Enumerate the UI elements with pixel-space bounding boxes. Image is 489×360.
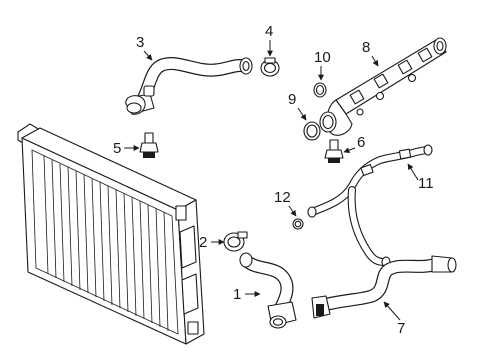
upper-radiator-hose	[125, 57, 253, 115]
callout-9: 9	[288, 91, 307, 121]
coolant-hose-7	[311, 255, 457, 319]
hose-clamp-2	[223, 231, 248, 252]
callout-label-5: 5	[113, 140, 121, 157]
hose-clamp-4	[260, 57, 280, 77]
callout-label-3: 3	[136, 34, 144, 51]
callout-label-1: 1	[233, 286, 241, 303]
callout-label-9: 9	[288, 91, 296, 108]
callout-label-10: 10	[314, 49, 331, 66]
radiator	[17, 123, 205, 345]
temperature-sensor-5	[139, 132, 159, 158]
callout-3: 3	[136, 34, 153, 61]
callout-8: 8	[362, 39, 379, 67]
seal-ring-9	[303, 121, 321, 141]
callout-label-7: 7	[397, 320, 405, 337]
callout-11: 11	[407, 163, 434, 192]
callout-2: 2	[199, 234, 225, 251]
callout-4: 4	[265, 23, 273, 57]
callout-label-4: 4	[265, 23, 273, 40]
callout-7: 7	[383, 301, 405, 337]
callout-label-2: 2	[199, 234, 207, 251]
callout-label-8: 8	[362, 39, 370, 56]
lower-radiator-hose	[239, 252, 297, 329]
o-ring-12	[292, 218, 304, 230]
temperature-sensor-6	[324, 139, 344, 163]
callout-1: 1	[233, 286, 261, 303]
callout-5: 5	[113, 140, 140, 157]
callout-6: 6	[343, 134, 365, 153]
coolant-distribution-pipe	[319, 37, 447, 136]
callout-label-6: 6	[357, 134, 365, 151]
radiator-fins	[43, 155, 169, 332]
callout-12: 12	[274, 189, 297, 217]
callout-label-11: 11	[418, 175, 434, 192]
o-ring-10	[313, 82, 327, 98]
bypass-pipe	[307, 144, 433, 268]
callout-10: 10	[314, 49, 331, 81]
callout-label-12: 12	[274, 189, 291, 206]
